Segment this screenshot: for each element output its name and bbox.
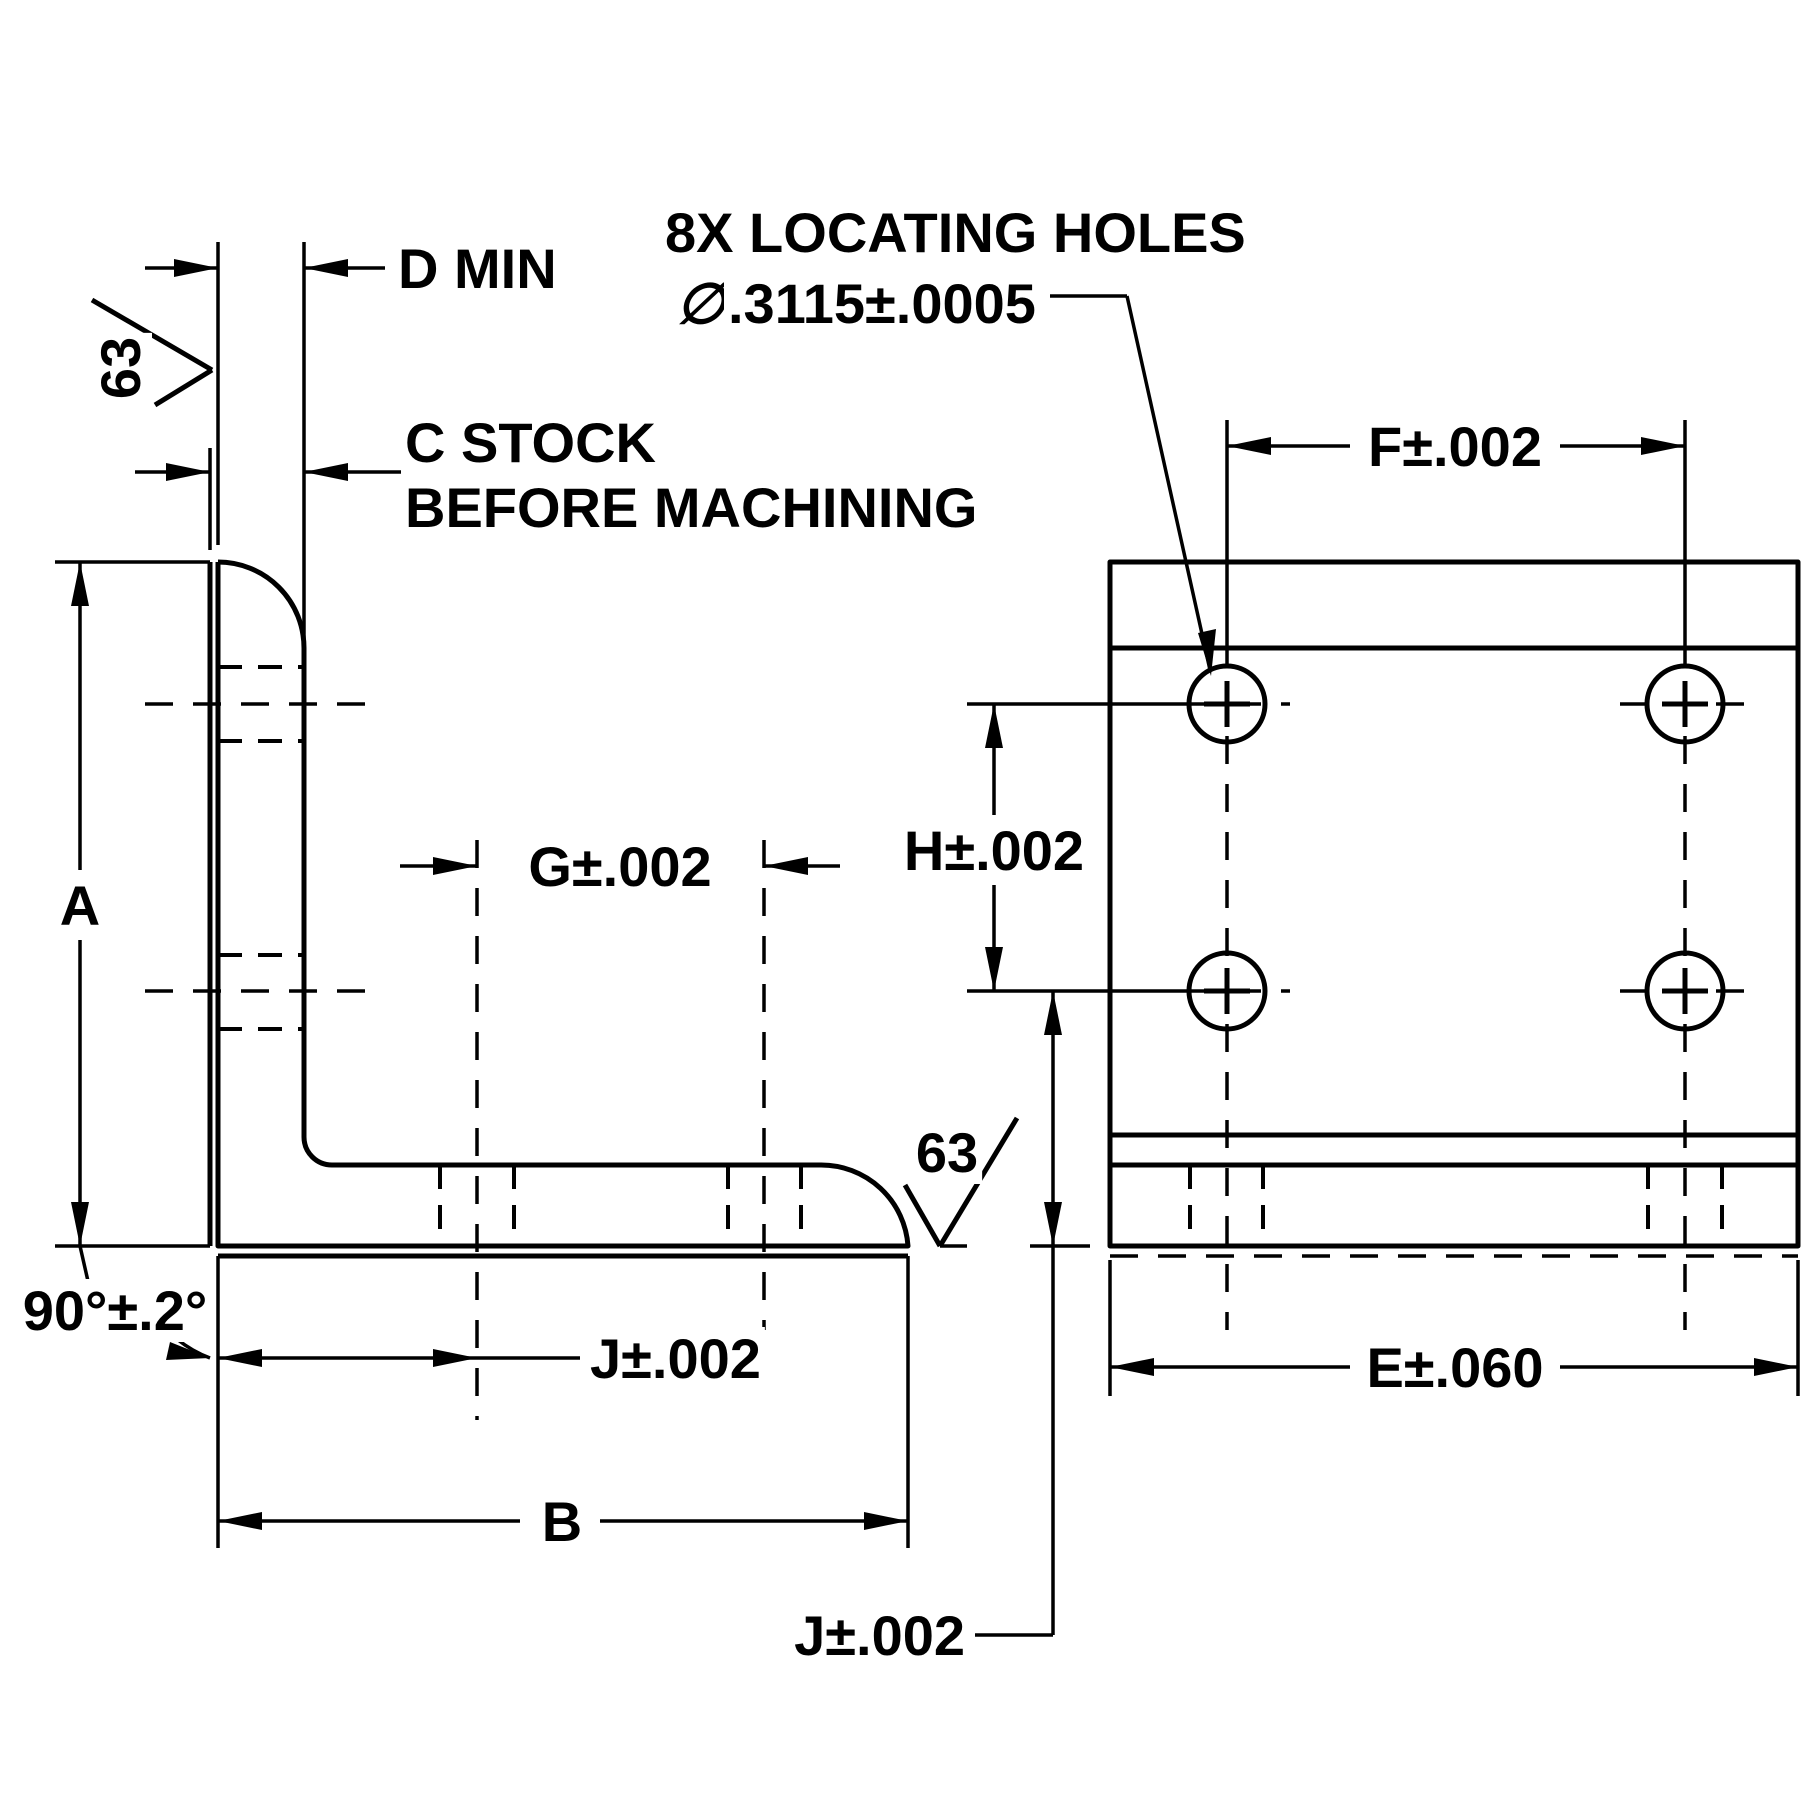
front-view: F±.002 E±.060 H±.002: [661, 201, 1801, 1667]
dim-d-min: D MIN: [145, 237, 561, 640]
c-stock-label-line1: C STOCK: [405, 411, 656, 474]
hidden-holes-vertical-leg: [145, 665, 385, 1031]
dim-c-stock: C STOCK BEFORE MACHINING: [135, 411, 982, 550]
dim-j-right: J±.002: [790, 991, 1090, 1667]
holes-label-line2: .3115±.0005: [728, 272, 1036, 335]
hidden-holes-horizontal-leg: [438, 840, 803, 1420]
dim-h-label: H±.002: [904, 819, 1084, 882]
dim-f: F±.002: [1225, 415, 1687, 640]
dim-j-left-label: J±.002: [590, 1327, 761, 1390]
dim-j-right-label: J±.002: [794, 1604, 965, 1667]
holes-callout: 8X LOCATING HOLES ∅ .3115±.0005: [661, 201, 1250, 676]
dim-j-left: J±.002: [218, 1327, 765, 1390]
locating-hole: [1644, 950, 1726, 1032]
surface-finish-left: 63: [89, 297, 214, 408]
locating-hole: [1186, 663, 1268, 745]
dim-e-label: E±.060: [1366, 1336, 1543, 1399]
angle-callout: 90°±.2°: [18, 1245, 212, 1360]
finish-bottom-label: 63: [916, 1121, 978, 1184]
diameter-symbol-icon: ∅: [676, 272, 729, 335]
dim-g: G±.002: [400, 835, 840, 898]
finish-left-label: 63: [89, 337, 152, 399]
bracket-outline: [215, 559, 911, 1249]
dim-b-label: B: [542, 1490, 582, 1553]
dim-g-label: G±.002: [528, 835, 711, 898]
c-stock-label-line2: BEFORE MACHINING: [405, 476, 977, 539]
dim-a-label: A: [60, 874, 100, 937]
front-outline: [1107, 559, 1801, 1249]
angle-label: 90°±.2°: [23, 1279, 208, 1342]
front-hidden-holes: [1188, 1165, 1724, 1246]
locating-hole: [1186, 950, 1268, 1032]
dim-e: E±.060: [1108, 1260, 1800, 1399]
dim-a: A: [55, 560, 210, 1248]
dim-d-min-label: D MIN: [398, 237, 557, 300]
dim-b: B: [216, 1256, 910, 1553]
side-view: A B J±.002 G±.002: [18, 237, 1020, 1553]
holes-label-line1: 8X LOCATING HOLES: [665, 201, 1246, 264]
surface-finish-bottom: 63: [902, 1116, 1020, 1248]
dim-h: H±.002: [899, 702, 1185, 993]
locating-hole: [1644, 663, 1726, 745]
dim-f-label: F±.002: [1368, 415, 1542, 478]
